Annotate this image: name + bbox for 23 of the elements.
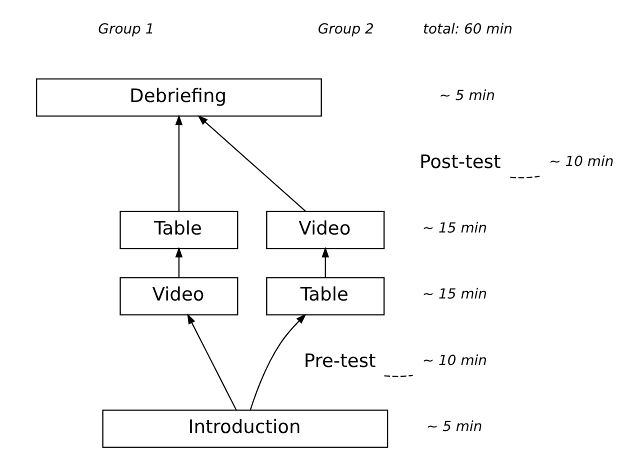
label: ~ 5 min	[438, 88, 494, 104]
node-box: Table	[266, 277, 384, 316]
label: Pre-test	[303, 350, 376, 372]
label: ~ 10 min	[422, 352, 487, 369]
node-box: Table	[119, 210, 238, 250]
arrow	[174, 114, 182, 212]
node-box: Video	[266, 210, 384, 250]
node-box: Video	[119, 277, 238, 316]
arrow	[249, 314, 306, 410]
node-box: Introduction	[102, 410, 388, 448]
label: Group 1	[98, 22, 154, 38]
arrow	[197, 115, 306, 212]
label: ~ 15 min	[422, 286, 487, 303]
arrow	[321, 246, 329, 278]
label: total: 60 min	[422, 22, 512, 38]
label: Post-test	[419, 152, 500, 174]
label: ~ 5 min	[426, 419, 482, 436]
arrow	[174, 246, 182, 278]
label: ~ 10 min	[548, 154, 614, 170]
label: ~ 15 min	[422, 220, 487, 236]
node-box: Debriefing	[36, 78, 322, 117]
label: Group 2	[317, 22, 374, 38]
arrow	[186, 314, 236, 410]
